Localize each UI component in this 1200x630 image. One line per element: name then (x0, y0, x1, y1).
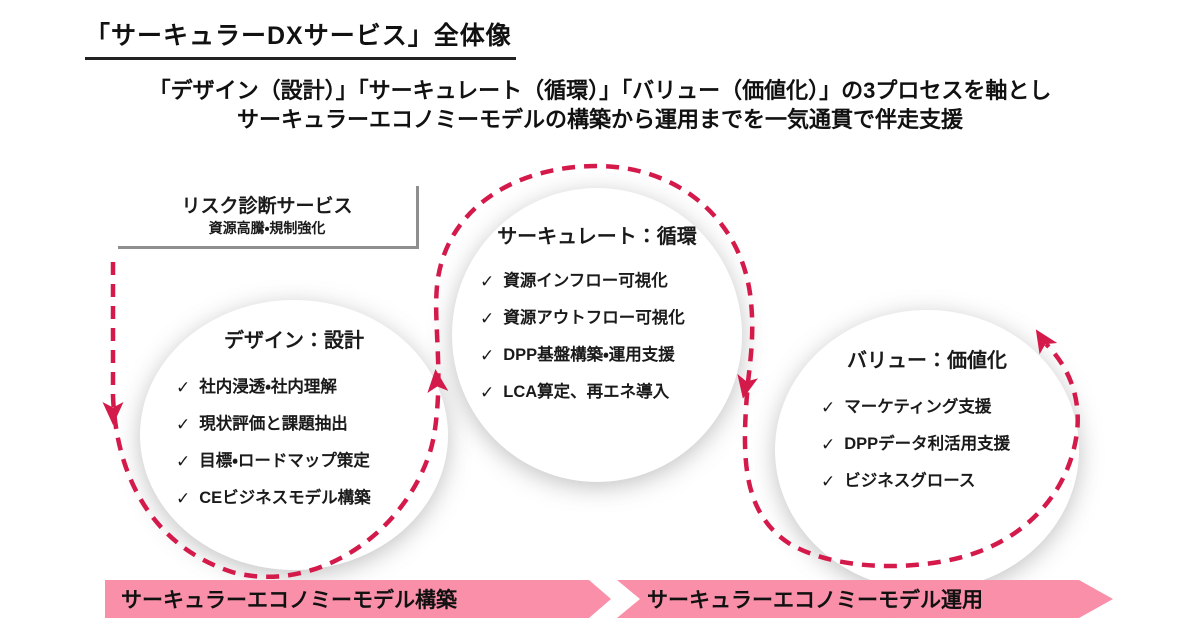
process-item-label: DPP基盤構築・運用支援 (503, 346, 675, 364)
page-subtitle: 「デザイン（設計）」「サーキュレート（循環）」「バリュー（価値化）」の3プロセス… (0, 76, 1200, 134)
process-title-value: バリュー：価値化 (847, 350, 1007, 372)
check-icon: ✓ (176, 452, 191, 471)
process-items-design: ✓ 社内浸透・社内理解 ✓ 現状評価と課題抽出 ✓ 目標・ロードマップ策定 ✓ … (140, 369, 448, 517)
subtitle-line-1: 「デザイン（設計）」「サーキュレート（循環）」「バリュー（価値化）」の3プロセス… (148, 78, 1052, 103)
process-items-circulate: ✓ 資源インフロー可視化 ✓ 資源アウトフロー可視化 ✓ DPP基盤構築・運用支… (452, 263, 742, 411)
process-item-label: DPPデータ利活用支援 (844, 435, 1011, 453)
process-item-label: 資源アウトフロー可視化 (503, 309, 685, 327)
page-title: 「サーキュラーDXサービス」全体像 (85, 16, 516, 60)
process-item: ✓ 社内浸透・社内理解 (176, 369, 448, 406)
banner-build-label: サーキュラーエコノミーモデル構築 (121, 589, 457, 612)
process-circle-value: バリュー：価値化 ✓ マーケティング支援 ✓ DPPデータ利活用支援 ✓ ビジネ… (775, 310, 1079, 590)
process-item: ✓ DPPデータ利活用支援 (821, 426, 1079, 463)
process-title-circulate: サーキュレート：循環 (497, 226, 697, 248)
process-item-label: マーケティング支援 (844, 398, 992, 416)
process-item-label: CEビジネスモデル構築 (199, 489, 371, 507)
process-items-value: ✓ マーケティング支援 ✓ DPPデータ利活用支援 ✓ ビジネスグロース (775, 389, 1079, 500)
check-icon: ✓ (821, 472, 836, 491)
process-circle-design: デザイン：設計 ✓ 社内浸透・社内理解 ✓ 現状評価と課題抽出 ✓ 目標・ロード… (140, 300, 448, 570)
process-item: ✓ 資源アウトフロー可視化 (480, 300, 742, 337)
check-icon: ✓ (176, 378, 191, 397)
process-item: ✓ DPP基盤構築・運用支援 (480, 337, 742, 374)
banner-model-operate: サーキュラーエコノミーモデル運用 (617, 580, 1113, 618)
process-item: ✓ CEビジネスモデル構築 (176, 480, 448, 517)
process-item: ✓ マーケティング支援 (821, 389, 1079, 426)
check-icon: ✓ (480, 383, 495, 402)
process-item: ✓ 現状評価と課題抽出 (176, 406, 448, 443)
process-item-label: LCA算定、再エネ導入 (503, 383, 670, 401)
check-icon: ✓ (176, 489, 191, 508)
banner-model-build: サーキュラーエコノミーモデル構築 (105, 580, 611, 618)
check-icon: ✓ (480, 272, 495, 291)
process-item: ✓ 資源インフロー可視化 (480, 263, 742, 300)
process-item-label: 目標・ロードマップ策定 (199, 452, 370, 470)
process-item-label: ビジネスグロース (844, 472, 976, 490)
process-item-label: 現状評価と課題抽出 (199, 415, 348, 433)
process-item: ✓ LCA算定、再エネ導入 (480, 374, 742, 411)
check-icon: ✓ (821, 435, 836, 454)
process-title-design: デザイン：設計 (224, 330, 364, 352)
process-circle-circulate: サーキュレート：循環 ✓ 資源インフロー可視化 ✓ 資源アウトフロー可視化 ✓ … (452, 188, 742, 482)
subtitle-line-2: サーキュラーエコノミーモデルの構築から運用までを一気通貫で伴走支援 (236, 107, 963, 132)
check-icon: ✓ (480, 346, 495, 365)
banner-operate-label: サーキュラーエコノミーモデル運用 (647, 589, 983, 612)
check-icon: ✓ (821, 398, 836, 417)
process-item-label: 社内浸透・社内理解 (199, 378, 337, 396)
risk-box-title: リスク診断サービス (181, 196, 353, 217)
flow-arrowhead-down-left (102, 402, 124, 425)
process-item: ✓ 目標・ロードマップ策定 (176, 443, 448, 480)
process-item: ✓ ビジネスグロース (821, 463, 1079, 500)
risk-diagnosis-box: リスク診断サービス 資源高騰・規制強化 (118, 186, 419, 249)
process-item-label: 資源インフロー可視化 (503, 272, 668, 290)
risk-box-subtitle: 資源高騰・規制強化 (208, 220, 326, 236)
check-icon: ✓ (176, 415, 191, 434)
check-icon: ✓ (480, 309, 495, 328)
